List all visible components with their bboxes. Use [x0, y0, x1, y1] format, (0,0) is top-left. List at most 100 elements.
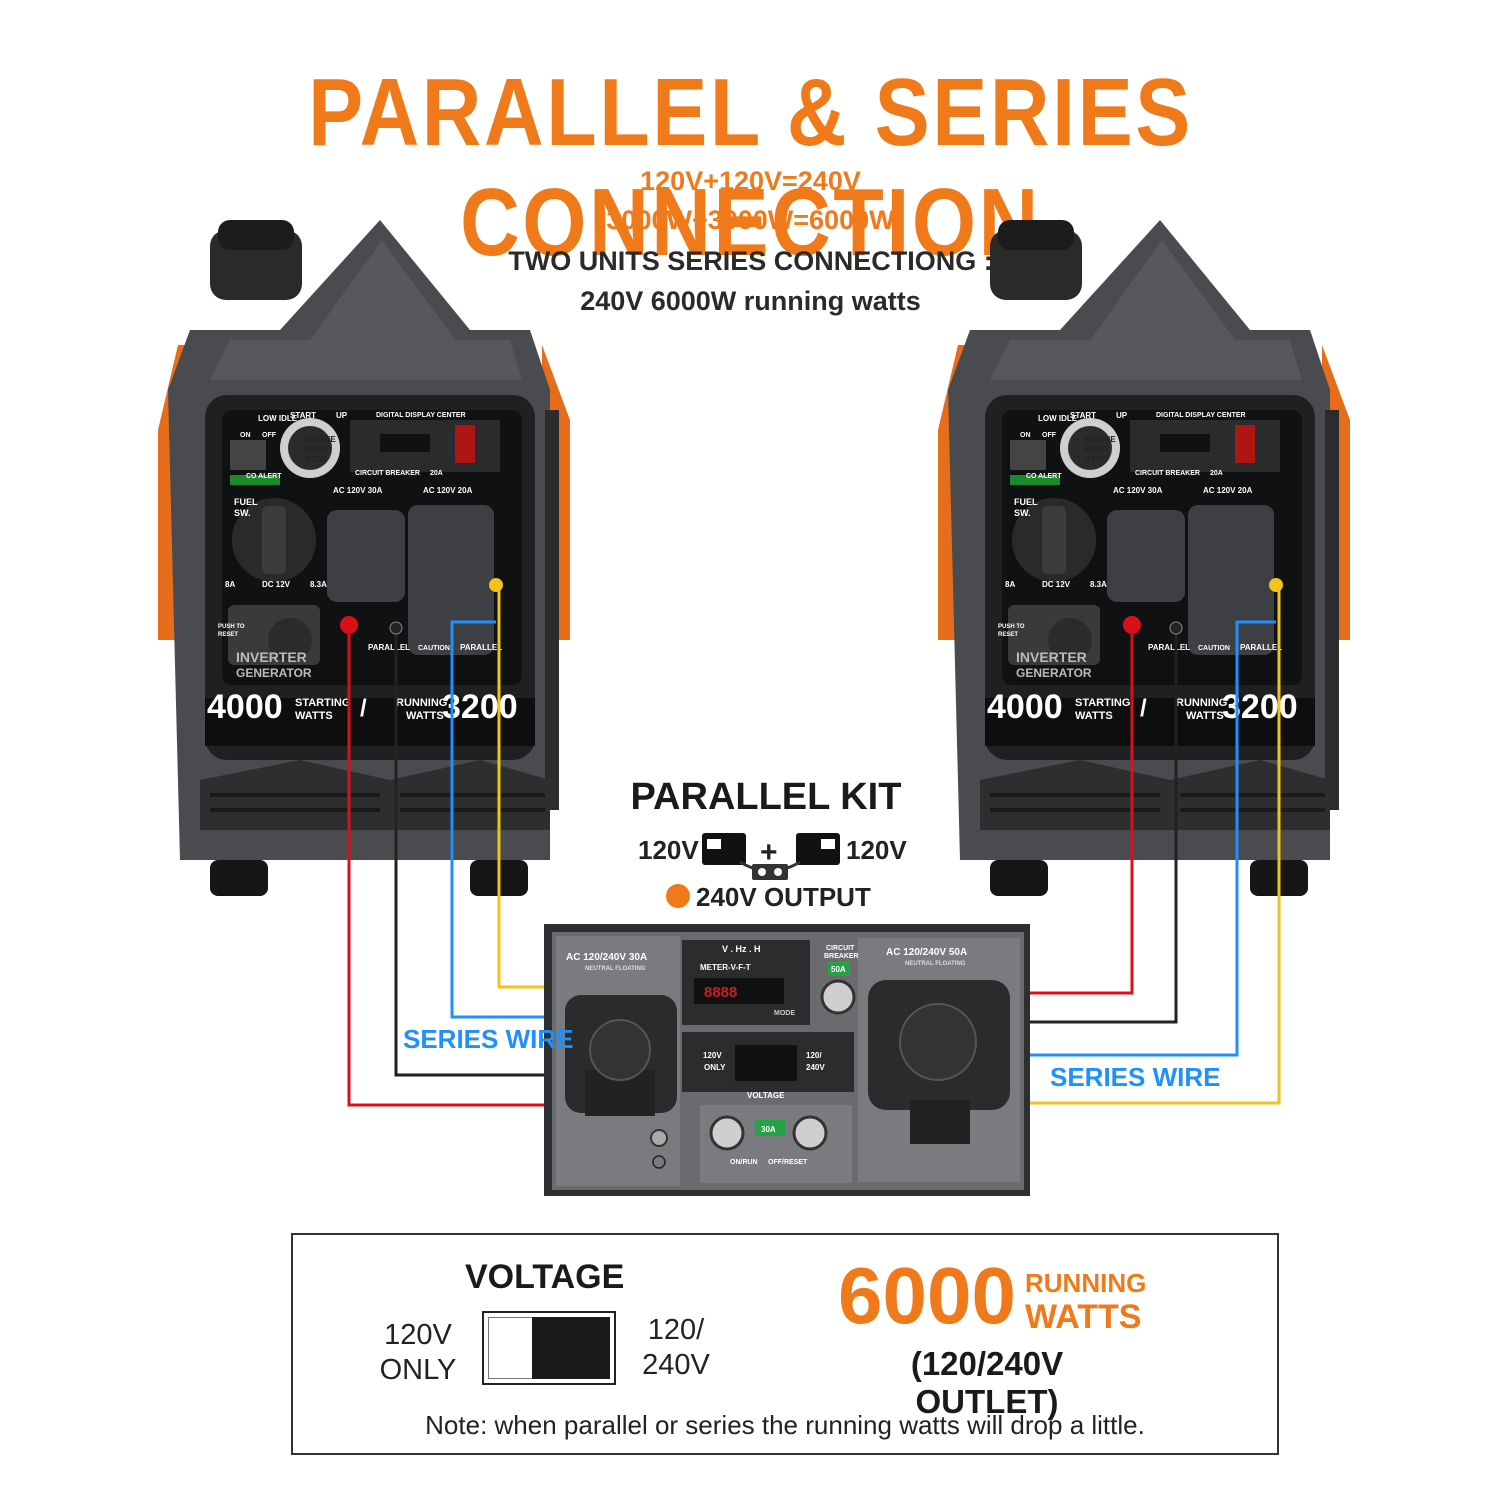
running-watts-label-1: RUNNING	[1025, 1268, 1147, 1298]
right-caution: CAUTION	[1198, 645, 1230, 652]
right-start: START	[1070, 411, 1096, 420]
right-running-label-1: RUNNING	[1176, 697, 1227, 709]
right-parallel-1: PARALLEL	[1148, 643, 1190, 652]
kit-off-reset: OFF/RESET	[768, 1159, 808, 1166]
kit-meter-header: V . Hz . H	[722, 944, 761, 954]
left-fuel-2: SW.	[234, 508, 251, 518]
right-running-watts: 3200	[1222, 688, 1298, 726]
right-low-idle: LOW IDLE	[1038, 414, 1078, 423]
kit-right-voltage: 120V	[846, 835, 907, 865]
switch-left-label: 120V ONLY	[372, 1318, 464, 1388]
right-co-alert: CO ALERT	[1026, 473, 1062, 480]
left-yellow-terminal	[489, 578, 503, 592]
left-inverter-1: INVERTER	[236, 649, 307, 665]
right-parallel-2: PARALLEL	[1240, 643, 1282, 652]
right-off: OFF	[1042, 432, 1057, 439]
parallel-kit-panel	[544, 924, 1030, 1196]
right-engine-2: START	[1083, 445, 1109, 454]
right-red-wire	[1030, 625, 1134, 995]
left-yellow-wire	[497, 585, 548, 989]
kit-breaker-amp: 50A	[831, 965, 846, 974]
left-off: OFF	[262, 432, 277, 439]
page-title: PARALLEL & SERIES CONNECTION	[308, 59, 1193, 276]
left-engine-1: ENGINE	[305, 435, 336, 444]
kit-sw-left-2: ONLY	[704, 1063, 726, 1072]
left-start: START	[290, 411, 316, 420]
left-push-1: PUSH TO	[218, 624, 245, 630]
left-fuel-1: FUEL	[234, 497, 258, 507]
note: Note: when parallel or series the runnin…	[425, 1410, 1145, 1440]
left-running-watts: 3200	[442, 688, 518, 726]
left-caution: CAUTION	[418, 645, 450, 652]
kit-sw-right-1: 120/	[806, 1051, 822, 1060]
left-separator: /	[360, 695, 367, 722]
kit-sw-left-1: 120V	[703, 1051, 722, 1060]
kit-voltage: VOLTAGE	[747, 1091, 785, 1100]
left-low-idle: LOW IDLE	[258, 414, 298, 423]
right-yellow-wire	[1030, 585, 1281, 1105]
kit-on-run: ON/RUN	[730, 1159, 758, 1166]
left-running-label-1: RUNNING	[396, 697, 447, 709]
right-on: ON	[1020, 432, 1031, 439]
left-parallel-1: PARALLEL	[368, 643, 410, 652]
right-yellow-terminal	[1269, 578, 1283, 592]
right-black-terminal	[1169, 621, 1183, 635]
left-parallel-2: PARALLEL	[460, 643, 502, 652]
left-engine-3: STOP	[305, 455, 327, 464]
left-black-terminal	[389, 621, 403, 635]
right-blue-wire	[1030, 620, 1276, 1057]
summary-box	[291, 1233, 1279, 1455]
kit-plus: +	[760, 836, 778, 869]
kit-breaker-2: BREAKER	[824, 953, 859, 960]
left-generator	[156, 218, 572, 898]
watts-equation: 3000W+3000W=6000W	[606, 205, 895, 235]
voltage-title: VOLTAGE	[465, 1258, 625, 1296]
switch-off-side	[488, 1317, 534, 1379]
right-push-2: RESET	[998, 632, 1018, 638]
right-push-1: PUSH TO	[998, 624, 1025, 630]
left-ac20: AC 120V 20A	[423, 486, 473, 495]
kit-meter-label: METER-V-F-T	[700, 963, 751, 972]
running-watts-value: 6000	[838, 1251, 1016, 1340]
left-amp-8: 8A	[225, 580, 235, 589]
right-ac30: AC 120V 30A	[1113, 486, 1163, 495]
right-circuit-breaker: CIRCUIT BREAKER	[1135, 470, 1200, 477]
voltage-equation: 120V+120V=240V	[640, 166, 861, 196]
left-on: ON	[240, 432, 251, 439]
right-starting-watts: 4000	[987, 688, 1063, 726]
left-starting-watts: 4000	[207, 688, 283, 726]
left-ac30: AC 120V 30A	[333, 486, 383, 495]
switch-right-label-2: 240V	[642, 1349, 710, 1381]
series-wire-left: SERIES WIRE	[403, 1024, 573, 1054]
right-amp-8: 8A	[1005, 580, 1015, 589]
right-starting-label-1: STARTING	[1075, 697, 1130, 709]
left-push-2: RESET	[218, 632, 238, 638]
running-watts-label-2: WATTS	[1025, 1298, 1142, 1336]
switch-left-label-1: 120V	[384, 1319, 452, 1351]
series-wire-right: SERIES WIRE	[1050, 1062, 1220, 1092]
right-running-label-2: WATTS	[1186, 710, 1224, 722]
series-heading: TWO UNITS SERIES CONNECTIONG :	[508, 246, 993, 276]
right-inverter-1: INVERTER	[1016, 649, 1087, 665]
kit-meter-digits: 8888	[704, 984, 737, 1001]
kit-breaker-1: CIRCUIT	[826, 945, 855, 952]
right-generator	[936, 218, 1352, 898]
kit-meter-mode: MODE	[774, 1010, 795, 1017]
left-starting-label-1: STARTING	[295, 697, 350, 709]
right-inverter-2: GENERATOR	[1016, 666, 1092, 680]
switch-left-label-2: ONLY	[379, 1354, 457, 1386]
parallel-kit-title: PARALLEL KIT	[630, 776, 902, 818]
right-starting-label-2: WATTS	[1075, 710, 1113, 722]
kit-ac30-sub: NEUTRAL FLOATING	[585, 966, 646, 972]
outlet-label: (120/240V OUTLET)	[910, 1345, 1064, 1420]
parallel-kit-icon	[702, 833, 840, 880]
voltage-switch[interactable]	[482, 1311, 616, 1385]
left-amp-83: 8.3A	[310, 580, 327, 589]
left-up: UP	[336, 411, 348, 420]
switch-on-side	[532, 1317, 610, 1379]
left-dc: DC 12V	[262, 580, 291, 589]
left-co-alert: CO ALERT	[246, 473, 282, 480]
series-result: 240V 6000W running watts	[580, 286, 921, 316]
right-fuel-1: FUEL	[1014, 497, 1038, 507]
kit-ac30: AC 120/240V 30A	[566, 952, 647, 963]
